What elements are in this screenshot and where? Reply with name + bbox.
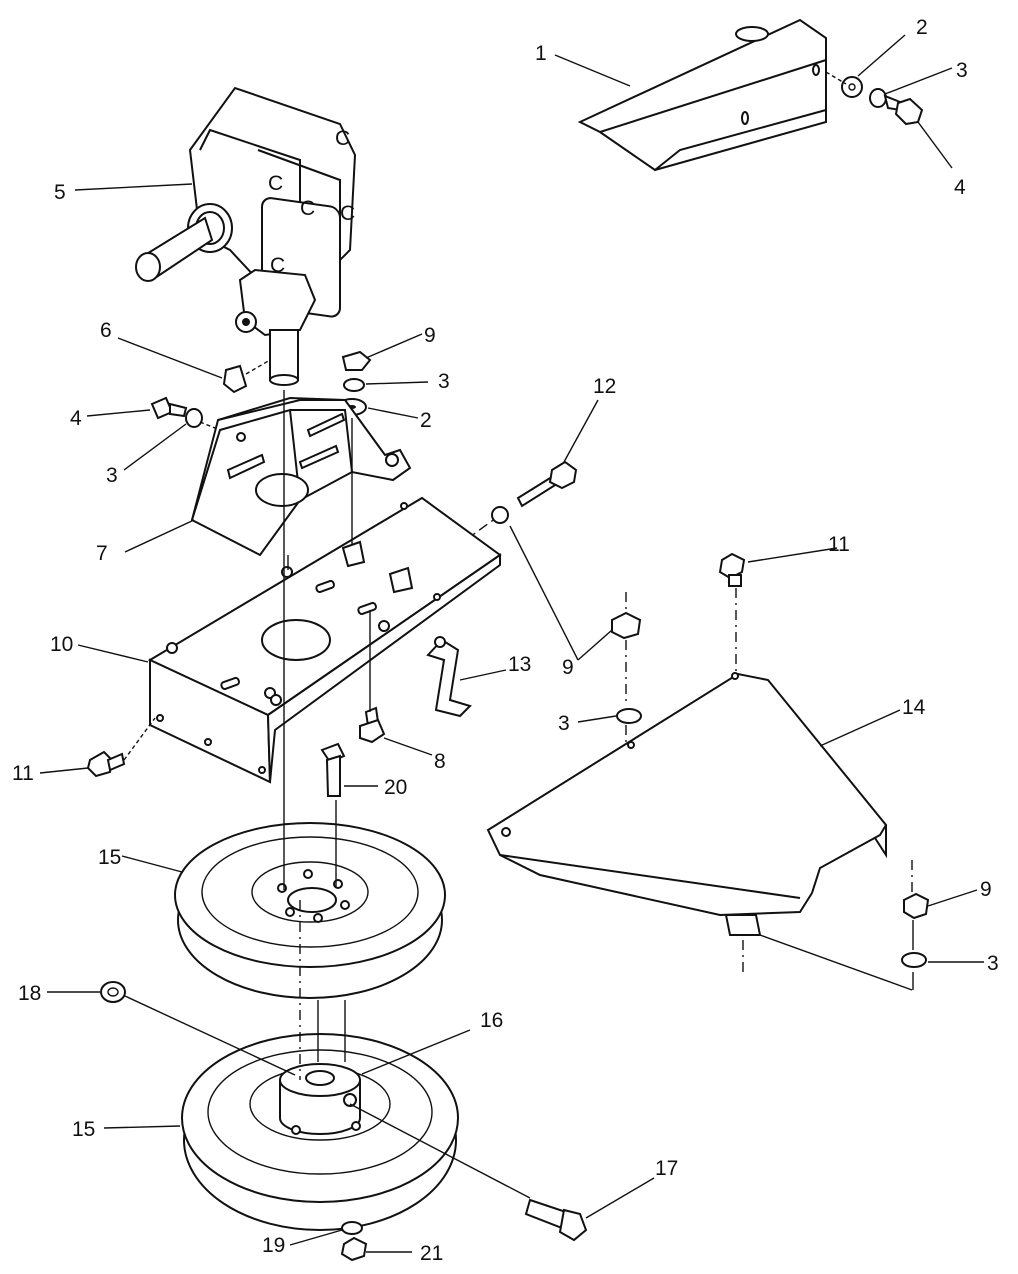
part-6-key [222, 359, 271, 394]
part-18-nut [100, 981, 126, 1003]
callout-labels: 1 2 3 4 5 6 9 3 2 4 3 12 7 11 10 13 9 3 … [12, 16, 999, 1265]
callout-7: 7 [96, 542, 108, 565]
svg-text:C: C [340, 202, 355, 225]
callout-3: 3 [558, 712, 570, 735]
svg-text:C: C [268, 172, 283, 195]
part-11-bolt-left [86, 717, 156, 778]
callout-6: 6 [100, 319, 112, 342]
part-14-deflector [486, 672, 888, 936]
callout-16: 16 [480, 1009, 503, 1032]
callout-9: 9 [980, 878, 992, 901]
callout-11: 11 [12, 762, 34, 785]
callout-14: 14 [902, 696, 926, 719]
hardware-left-bolt [150, 396, 226, 433]
callout-17: 17 [655, 1157, 678, 1180]
callout-18: 18 [18, 982, 41, 1005]
part-1-shield [577, 18, 827, 172]
callout-11: 11 [828, 533, 850, 556]
callout-1: 1 [535, 42, 547, 65]
hardware-right-of-shield [825, 71, 924, 126]
part-15-pulley-upper [174, 822, 446, 999]
part-17-bolt [524, 1198, 588, 1242]
callout-3: 3 [438, 370, 450, 393]
callout-8: 8 [434, 750, 446, 773]
hardware-bottom [340, 1221, 368, 1262]
callout-9: 9 [424, 324, 436, 347]
leader-lines [39, 34, 984, 1253]
part-10-plate [147, 496, 502, 784]
callout-4: 4 [954, 176, 966, 199]
callout-21: 21 [420, 1242, 443, 1265]
callout-3: 3 [106, 464, 118, 487]
part-20-bolt [320, 742, 346, 797]
callout-15: 15 [72, 1118, 95, 1141]
callout-5: 5 [54, 181, 66, 204]
svg-text:C: C [300, 197, 315, 220]
assembly-lines [124, 390, 914, 1199]
callout-3: 3 [987, 952, 999, 975]
part-15-pulley-lower [181, 1033, 459, 1231]
callout-9: 9 [562, 656, 574, 679]
callout-19: 19 [262, 1234, 285, 1257]
part-12-bolt [407, 460, 578, 583]
hardware-stack-middle-right [611, 611, 642, 724]
part-7-bracket [190, 396, 412, 557]
hardware-stack-lower-right [901, 892, 930, 968]
callout-2: 2 [916, 16, 928, 39]
callout-12: 12 [593, 375, 616, 398]
part-13-bracket [426, 636, 472, 718]
callout-20: 20 [384, 776, 407, 799]
svg-text:C: C [335, 127, 350, 150]
part-11-bolt-right [718, 552, 746, 587]
part-8-bolt [359, 706, 386, 744]
callout-10: 10 [50, 633, 73, 656]
part-5-gearbox: C C C C C [135, 86, 357, 386]
callout-15: 15 [98, 846, 121, 869]
callout-13: 13 [508, 653, 531, 676]
callout-3: 3 [956, 59, 968, 82]
callout-2: 2 [420, 409, 432, 432]
callout-4: 4 [70, 407, 82, 430]
